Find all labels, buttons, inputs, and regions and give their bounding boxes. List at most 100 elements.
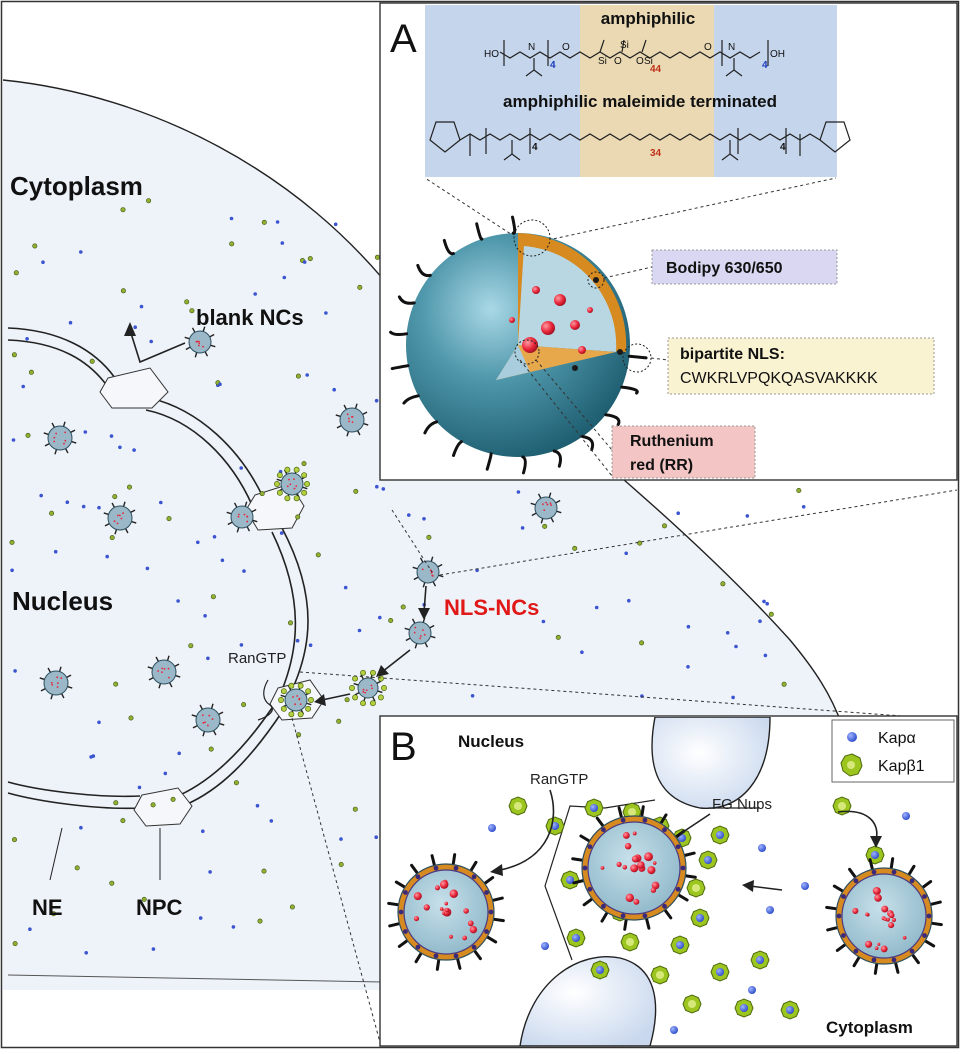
kap-alpha-dot: [343, 585, 348, 590]
kap-beta-dot: [296, 732, 302, 738]
subscript-right-bottom: 4: [780, 142, 786, 153]
kap-beta-dot: [25, 432, 31, 438]
small-nanocarrier: [353, 673, 383, 703]
kap-beta-dot: [141, 896, 147, 902]
panel-b-arrows: [490, 789, 882, 892]
kap-alpha-dot: [280, 241, 285, 245]
kap-beta-dot: [261, 868, 267, 874]
kap-beta-particle: [750, 950, 770, 970]
kap-beta-particle: [686, 878, 706, 898]
kap-alpha-dot: [324, 311, 328, 315]
npc-label: NPC: [136, 895, 183, 920]
subscript-left-bottom: 4: [532, 142, 538, 153]
kap-beta-particle: [832, 796, 852, 816]
kap-alpha-dot: [196, 540, 200, 545]
kap-beta-dot: [128, 715, 134, 721]
kap-alpha-dot: [686, 665, 690, 669]
kap-alpha-dot: [91, 754, 96, 758]
ruthenium-pointer-2: [519, 359, 613, 477]
small-nanocarrier: [184, 326, 216, 358]
kap-beta-dot: [210, 594, 216, 600]
kap-alpha-dot: [83, 430, 88, 434]
kap-beta-bead: [293, 495, 300, 502]
kap-beta-dot: [768, 611, 774, 617]
bodipy-label: Bodipy 630/650: [666, 260, 783, 277]
kap-beta-dot: [49, 510, 55, 516]
kap-alpha-dot: [731, 695, 735, 700]
kap-beta-dot: [150, 802, 156, 808]
kap-beta-particle: [780, 1000, 800, 1020]
kap-alpha-dot: [239, 643, 244, 647]
kap-alpha-dot: [339, 837, 343, 841]
kap-beta-dot: [51, 911, 57, 917]
kap-beta-bead: [284, 495, 291, 502]
kap-beta-bead: [280, 705, 287, 712]
kap-alpha-dot: [97, 505, 101, 510]
nucleus-label: Nucleus: [12, 586, 113, 616]
kap-alpha-dot: [149, 339, 153, 344]
kap-beta-dot: [13, 270, 19, 276]
fg-nups-label: FG Nups: [712, 796, 772, 813]
nls-pointer: [650, 357, 669, 361]
kap-alpha-dot: [308, 643, 313, 647]
kap-alpha-dot: [11, 438, 16, 442]
kap-beta-dot: [11, 352, 17, 358]
kap-beta-bead: [301, 472, 308, 479]
kap-beta-particle: [650, 965, 670, 985]
kap-beta-bead: [308, 697, 314, 703]
kap-alpha-dot: [763, 653, 768, 658]
kap-beta-particle: [590, 960, 610, 980]
si-2: Si: [620, 40, 629, 51]
nls-spike: [581, 435, 595, 452]
kap-alpha-dot: [39, 493, 43, 498]
kap-beta-legend-icon: [840, 753, 863, 777]
kap-alpha-dot: [68, 320, 73, 325]
nls-sequence: CWKRLVPQKQASVAKKKK: [680, 370, 878, 387]
structure-pointer-right: [547, 177, 837, 241]
kap-alpha-dot: [21, 384, 26, 389]
subscript-right: 4: [762, 60, 768, 71]
kap-beta-dot: [233, 780, 239, 786]
kap-beta-bead: [349, 685, 355, 691]
kap-beta-particle: [560, 870, 580, 890]
kap-beta-bead: [304, 481, 310, 487]
cargo-dot: [570, 320, 580, 330]
cargo-dot-ruthenium: [522, 337, 538, 353]
nls-spike: [627, 354, 648, 360]
nls-spike: [485, 452, 493, 471]
kap-beta-dot: [120, 207, 126, 213]
nls-spike: [397, 295, 416, 305]
kap-alpha-dot: [139, 304, 144, 309]
kap-beta-bead: [301, 489, 308, 496]
kap-beta-dot: [353, 488, 359, 494]
small-nanocarrier: [530, 492, 562, 524]
kap-beta-particle: [865, 845, 885, 865]
kap-alpha-dot: [220, 558, 225, 563]
bodipy-pointer: [603, 266, 653, 279]
kap-alpha-dot: [279, 531, 284, 535]
kap-alpha-dot: [333, 222, 338, 227]
kap-beta-bead: [352, 694, 359, 701]
kap-alpha-particle: [488, 824, 496, 832]
kap-alpha-dot: [580, 650, 584, 654]
nuclear-envelope: [7, 327, 309, 810]
kap-alpha-dot: [541, 619, 546, 624]
pore-outline: [544, 799, 760, 961]
kap-beta-dot: [344, 697, 350, 703]
kap-alpha-dot: [275, 220, 280, 224]
kap-alpha-dot: [137, 785, 142, 790]
ne-label: NE: [32, 895, 63, 920]
kap-beta-dot: [357, 284, 363, 290]
kap-alpha-dot: [133, 325, 137, 330]
small-nanocarrier: [412, 556, 444, 588]
kap-beta-bead: [288, 711, 295, 718]
kap-beta-dot: [109, 535, 115, 541]
kap-beta-bead: [293, 466, 300, 473]
kap-beta-particle: [566, 928, 586, 948]
kap-beta-dot: [120, 818, 126, 824]
nls-spike: [389, 330, 409, 337]
kap-beta-dot: [109, 880, 115, 886]
kap-alpha-dot: [53, 549, 58, 554]
kap-alpha-particle: [766, 906, 774, 914]
